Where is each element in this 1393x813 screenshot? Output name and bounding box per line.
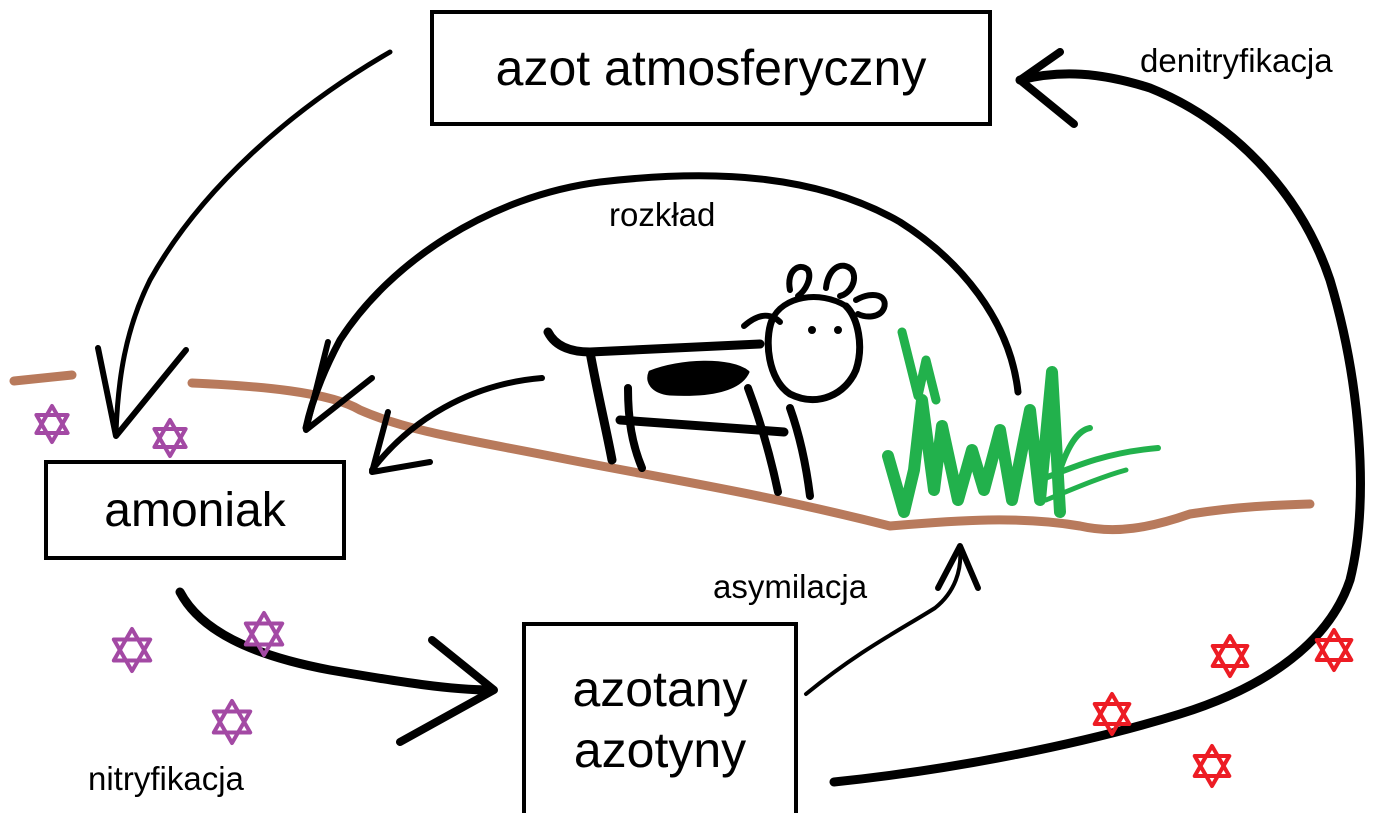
nitrates-label: azotany bbox=[572, 660, 748, 717]
nitrification-label: nitryfikacja bbox=[88, 760, 244, 797]
atmospheric-nitrogen-label: azot atmosferyczny bbox=[495, 40, 927, 96]
star-of-david-icon bbox=[111, 627, 153, 673]
assimilation-label: asymilacja bbox=[713, 568, 868, 605]
arrow-decomposition-head bbox=[303, 339, 375, 433]
nitrifying-bacteria-group bbox=[34, 404, 285, 745]
arrow-nitrification-head bbox=[396, 636, 498, 746]
star-of-david-icon bbox=[152, 418, 188, 458]
cow-icon bbox=[543, 262, 888, 500]
arrow-fixation bbox=[113, 49, 393, 435]
arrow-decomposition bbox=[302, 172, 1022, 432]
ammonia-label: amoniak bbox=[104, 483, 286, 537]
grass-icon bbox=[882, 327, 1161, 518]
arrow-cow-to-ammonia bbox=[369, 375, 545, 473]
soil-line bbox=[187, 378, 1315, 535]
star-of-david-icon bbox=[1210, 634, 1250, 678]
arrow-denitrification bbox=[829, 69, 1365, 787]
denitrifying-bacteria-group bbox=[1092, 628, 1354, 788]
denitrification-label: denitryfikacja bbox=[1140, 42, 1333, 79]
arrow-assimilation-head bbox=[935, 543, 981, 591]
arrow-nitrification bbox=[175, 587, 497, 695]
atmospheric-nitrogen-box: azot atmosferyczny bbox=[430, 10, 992, 126]
soil-line-left bbox=[9, 370, 77, 386]
star-of-david-icon bbox=[243, 611, 285, 657]
ammonia-box: amoniak bbox=[44, 460, 346, 560]
decomposition-label: rozkład bbox=[609, 196, 716, 233]
star-of-david-icon bbox=[1314, 628, 1354, 672]
arrow-fixation-head bbox=[95, 345, 189, 439]
star-of-david-icon bbox=[1092, 692, 1132, 736]
arrow-assimilation bbox=[804, 546, 963, 696]
arrow-denitrification-head bbox=[1016, 48, 1078, 128]
star-of-david-icon bbox=[34, 404, 70, 444]
nitrates-nitrites-box: azotany azotyny bbox=[522, 622, 798, 813]
arrow-cow-to-ammonia-head bbox=[369, 409, 433, 475]
star-of-david-icon bbox=[1192, 744, 1232, 788]
nitrites-label: azotyny bbox=[573, 721, 747, 778]
star-of-david-icon bbox=[211, 699, 253, 745]
